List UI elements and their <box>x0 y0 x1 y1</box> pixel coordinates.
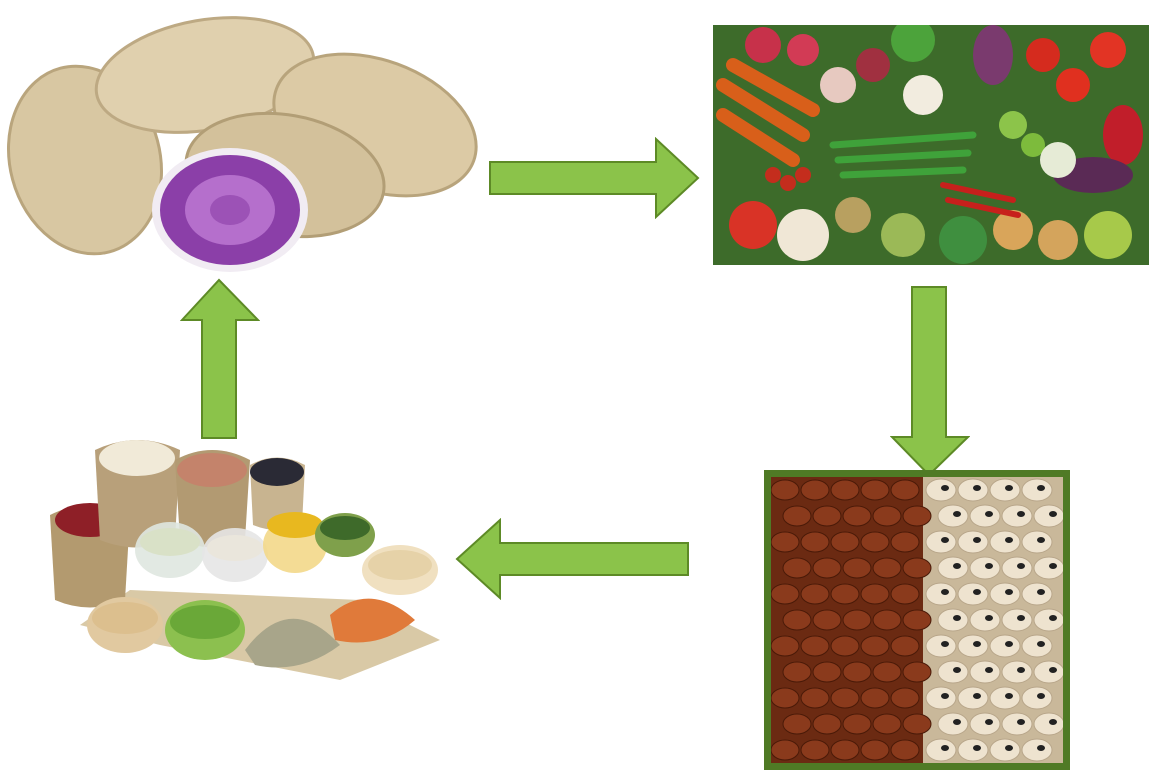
arrow-left-icon <box>455 518 690 600</box>
arrow-up-icon <box>180 278 260 440</box>
arrow-right-icon <box>488 137 700 219</box>
beans-image <box>764 470 1070 770</box>
arrow-down-icon <box>890 285 970 477</box>
grains-image <box>40 400 450 700</box>
yam-image <box>5 5 490 275</box>
vegetables-image <box>713 25 1149 265</box>
